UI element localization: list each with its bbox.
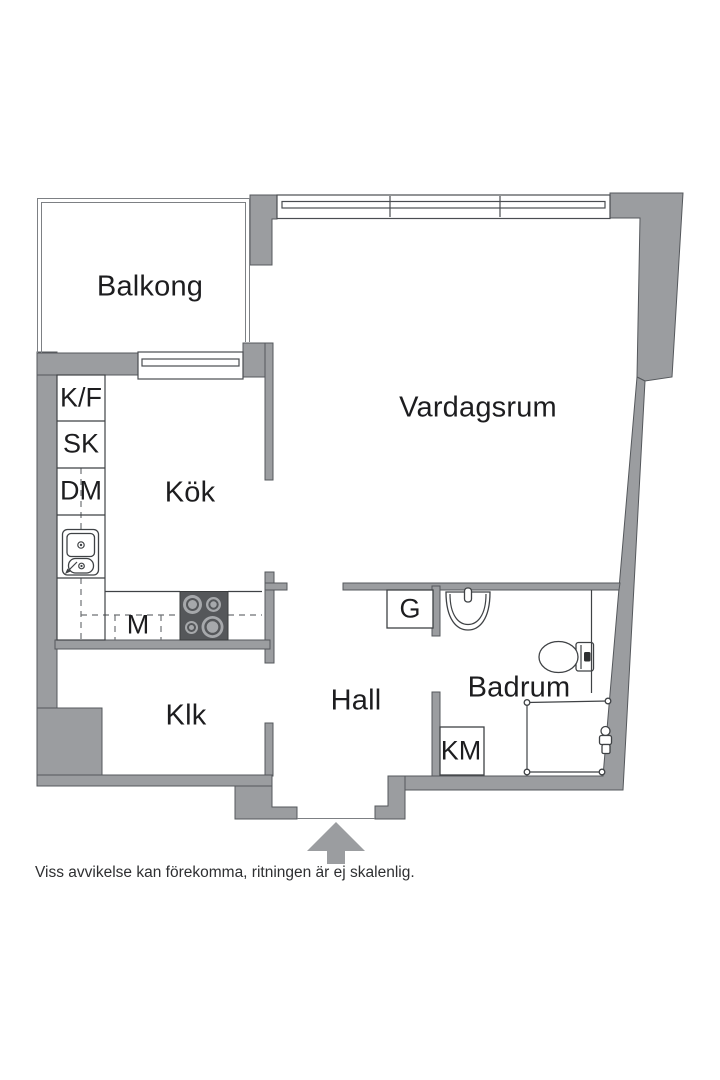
room-label-hall: Hall: [330, 684, 382, 717]
bathroom-sink-icon: [445, 587, 491, 631]
kitchen-window-icon: [137, 351, 244, 380]
wall-hall-bathroom-lower: [431, 691, 441, 777]
label-cabinet: SK: [62, 428, 100, 459]
wall-balcony-bottom-left: [36, 352, 139, 376]
disclaimer-text: Viss avvikelse kan förekomma, ritningen …: [35, 864, 415, 881]
label-fridge-freezer: K/F: [59, 382, 103, 413]
balcony-railing: [37, 198, 250, 353]
room-label-balcony: Balkong: [96, 270, 204, 303]
wall-bottom: [36, 774, 273, 787]
room-label-closet: Klk: [165, 699, 207, 732]
entrance-arrow-icon: [307, 822, 365, 864]
label-micro: M: [126, 609, 150, 640]
room-label-bathroom: Badrum: [467, 671, 571, 704]
label-dishwasher: DM: [60, 475, 102, 506]
wall-kitchen-stub: [264, 571, 275, 664]
stove-icon: [179, 591, 229, 641]
washing-machine-box: [439, 726, 485, 776]
wall-kitchen-living: [264, 342, 274, 481]
label-wardrobe: G: [399, 593, 421, 624]
kitchen-sink-icon: [61, 528, 100, 576]
room-label-kitchen: Kök: [164, 476, 216, 509]
wall-kitchen-stub-nub: [264, 582, 288, 591]
label-washing-machine: KM: [440, 735, 482, 766]
toilet-icon: [538, 640, 595, 674]
wall-entrance-left: [234, 785, 298, 820]
wall-closet-chunk: [36, 707, 103, 787]
living-room-window-icon: [276, 194, 611, 220]
wall-kitchen-closet: [54, 639, 271, 650]
wall-closet-right: [264, 722, 274, 777]
wall-bathroom-top: [342, 582, 621, 591]
room-label-living: Vardagsrum: [399, 391, 557, 424]
wall-balcony-living-upper: [249, 194, 278, 266]
wall-entrance-right: [374, 775, 406, 820]
wardrobe-box: [386, 589, 434, 629]
shower-enclosure-icon: [523, 590, 612, 776]
walls: [36, 192, 684, 820]
kitchen-counter: [56, 374, 262, 641]
shower-mixer-icon: [598, 725, 613, 755]
wall-top-right-corner: [609, 192, 684, 382]
